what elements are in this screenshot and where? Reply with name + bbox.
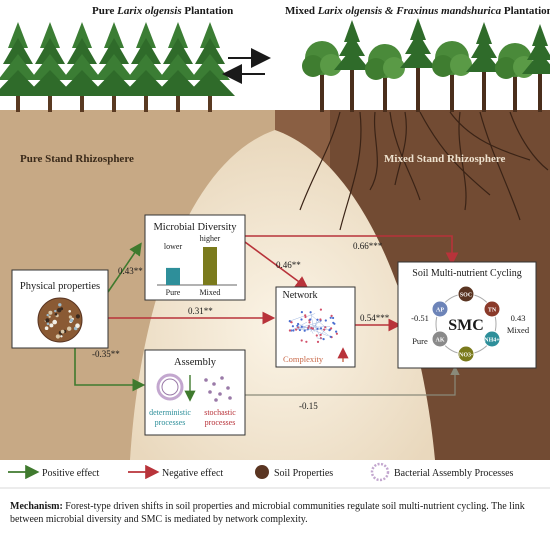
mixed-zone-label: Mixed Stand Rhizosphere (384, 153, 506, 165)
broadleaf-tree-icon (522, 24, 550, 112)
stochastic-dots-icon (204, 376, 232, 402)
conifer-tree-icon (25, 22, 75, 112)
conifer-tree-icon (185, 22, 235, 112)
broadleaf-tree-icon (495, 43, 535, 112)
legend-soil: Soil Properties (274, 468, 333, 479)
smc-center-label: SMC (448, 317, 484, 334)
bacterial-ring-icon (156, 373, 184, 401)
broadleaf-tree-icon (432, 41, 472, 112)
stochastic-processes-label: processes (205, 418, 236, 427)
nutrient-label: AP (436, 308, 444, 314)
diversity-mixed-label: Mixed (200, 288, 221, 297)
coef-diversity-smc: 0.66*** (353, 241, 383, 251)
conifer-tree-icon (89, 22, 139, 112)
conifer-tree-icon (0, 22, 43, 112)
smc-box: Soil Multi-nutrient Cycling SMC SOC TN NH4… (397, 261, 537, 369)
path-diversity-network (244, 241, 309, 289)
deterministic-processes-label: processes (155, 418, 186, 427)
broadleaf-tree-icon (466, 22, 502, 112)
legend-bacterial: Bacterial Assembly Processes (394, 468, 514, 479)
nutrient-nh4-icon: NH4+ (483, 330, 501, 348)
broadleaf-tree-icon (334, 20, 370, 112)
path-diversity-smc (245, 235, 459, 266)
nutrient-label: AK (436, 338, 445, 344)
path-physical-diversity (107, 242, 142, 293)
bar-pure (166, 267, 180, 285)
smc-pure-value: -0.51 (411, 313, 429, 323)
conifer-tree-icon (121, 22, 171, 112)
network-box: Network Complexity (275, 286, 356, 368)
coef-physical-network: 0.31** (188, 306, 213, 316)
complexity-label: Complexity (283, 354, 324, 364)
nutrient-ap-icon: AP (431, 300, 449, 318)
conifer-tree-icon (57, 22, 107, 112)
nutrient-tn-icon: TN (483, 300, 501, 318)
caption-text: Forest-type driven shifts in soil proper… (10, 501, 525, 525)
stochastic-label: stochastic (204, 408, 236, 417)
physical-properties-title: Physical properties (20, 281, 100, 292)
smc-title: Soil Multi-nutrient Cycling (412, 268, 521, 279)
assembly-box: Assembly deterministic processes stochas… (144, 349, 246, 436)
network-title: Network (283, 290, 318, 301)
soil-sample-icon (37, 297, 83, 343)
smc-mixed-value: 0.43 (511, 313, 526, 323)
path-physical-assembly (74, 343, 146, 392)
legend: Positive effect Negative effect Soil Pro… (0, 460, 550, 496)
broadleaf-trees-icon (302, 18, 550, 112)
diversity-pure-label: Pure (166, 288, 181, 297)
path-assembly-smc (245, 365, 460, 396)
soil-particles-icon (44, 303, 80, 339)
coef-physical-assembly: -0.35** (92, 349, 120, 359)
nutrient-label: NH4+ (484, 338, 500, 344)
conifer-trees-icon (0, 22, 235, 112)
conifer-tree-icon (153, 22, 203, 112)
legend-positive: Positive effect (42, 468, 100, 479)
coef-physical-diversity: 0.43** (118, 266, 143, 276)
diversity-higher-label: higher (200, 234, 221, 243)
assembly-title: Assembly (174, 357, 217, 368)
nutrient-soc-icon: SOC (457, 285, 475, 303)
deterministic-label: deterministic (149, 408, 191, 417)
diversity-title: Microbial Diversity (153, 222, 237, 233)
roots-icon (299, 111, 549, 231)
coef-assembly-smc: -0.15 (299, 401, 318, 411)
nutrient-nodes: SOC TN NH4+ NO3- AK AP (431, 285, 501, 363)
physical-properties-box: Physical properties (11, 269, 109, 349)
microbial-diversity-box: Microbial Diversity lower higher Pure Mi… (144, 214, 246, 301)
mechanism-caption: Mechanism: Forest-type driven shifts in … (10, 500, 540, 526)
coef-diversity-network: 0.46** (276, 260, 301, 270)
soil-properties-icon (255, 465, 269, 479)
broadleaf-tree-icon (365, 44, 405, 112)
coef-network-smc: 0.54*** (360, 313, 390, 323)
nutrient-ak-icon: AK (431, 330, 449, 348)
nutrient-no3-icon: NO3- (457, 345, 475, 363)
legend-negative: Negative effect (162, 468, 223, 479)
nutrient-label: NO3- (459, 353, 473, 359)
nutrient-label: TN (488, 308, 497, 314)
diversity-lower-label: lower (164, 242, 183, 251)
broadleaf-tree-icon (302, 41, 342, 112)
bar-mixed (203, 247, 217, 285)
network-graph-icon (288, 308, 338, 343)
smc-mixed-label: Mixed (507, 325, 530, 335)
mixed-plantation-title: Mixed Larix olgensis & Fraxinus mandshur… (285, 5, 550, 17)
pure-plantation-title: Pure Larix olgensis Plantation (92, 5, 233, 17)
nutrient-label: SOC (460, 293, 472, 299)
bacterial-assembly-icon (370, 462, 390, 482)
broadleaf-tree-icon (400, 18, 436, 112)
smc-pure-label: Pure (412, 336, 428, 346)
diagram-canvas: Pure Larix olgensis Plantation Mixed Lar… (0, 5, 550, 496)
pure-zone-label: Pure Stand Rhizosphere (20, 153, 134, 165)
caption-label: Mechanism: (10, 501, 63, 512)
